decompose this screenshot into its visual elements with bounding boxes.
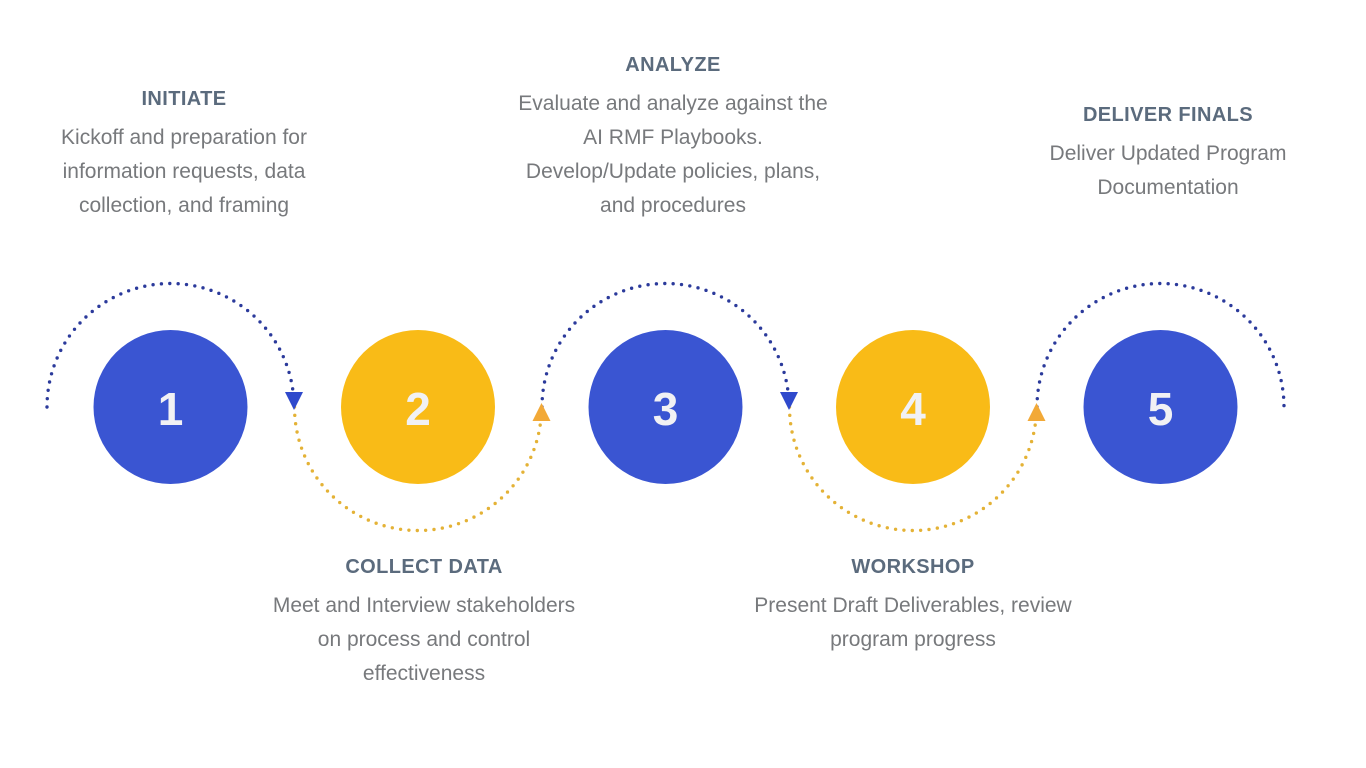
step-4-description: Present Draft Deliverables, review progr… xyxy=(754,594,1072,651)
step-2-description: Meet and Interview stakeholders on proce… xyxy=(272,594,576,685)
step-1-description: Kickoff and preparation for information … xyxy=(61,126,307,217)
step-4-circle xyxy=(836,330,990,484)
arrow-down-icon xyxy=(780,392,798,410)
step-5-description: Deliver Updated Program Documentation xyxy=(1049,142,1287,199)
dotted-arc-under-step-4 xyxy=(787,405,1039,533)
dotted-arc-over-step-5 xyxy=(1035,281,1286,409)
step-1-label: INITIATE Kickoff and preparation for inf… xyxy=(4,88,364,223)
step-5-number: 5 xyxy=(1148,383,1174,435)
step-3-number: 3 xyxy=(653,383,679,435)
step-2-circle xyxy=(341,330,495,484)
step-3-label: ANALYZE Evaluate and analyze against the… xyxy=(443,54,903,223)
step-4-title: WORKSHOP xyxy=(851,556,975,578)
step-1-circle xyxy=(93,330,248,484)
dotted-arc-over-step-1 xyxy=(45,281,296,409)
arrow-up-icon xyxy=(1027,403,1046,421)
step-3-circle xyxy=(588,330,743,484)
step-5-label: DELIVER FINALS Deliver Updated Program D… xyxy=(978,104,1358,205)
step-4-label: WORKSHOP Present Draft Deliverables, rev… xyxy=(663,556,1163,657)
dotted-arc-over-step-3 xyxy=(540,281,791,409)
step-1-number: 1 xyxy=(158,383,184,435)
step-5-title: DELIVER FINALS xyxy=(1082,104,1254,126)
step-1-title: INITIATE xyxy=(141,88,227,110)
step-2-number: 2 xyxy=(405,383,431,435)
step-4-number: 4 xyxy=(900,383,926,435)
step-2-title: COLLECT DATA xyxy=(345,556,503,578)
dotted-arc-under-step-2 xyxy=(292,405,544,533)
arrow-down-icon xyxy=(285,392,303,410)
step-2-label: COLLECT DATA Meet and Interview stakehol… xyxy=(189,556,659,691)
arrow-up-icon xyxy=(532,403,551,421)
step-3-description: Evaluate and analyze against the AI RMF … xyxy=(518,92,828,217)
step-5-circle xyxy=(1083,330,1238,484)
step-3-title: ANALYZE xyxy=(625,54,721,76)
